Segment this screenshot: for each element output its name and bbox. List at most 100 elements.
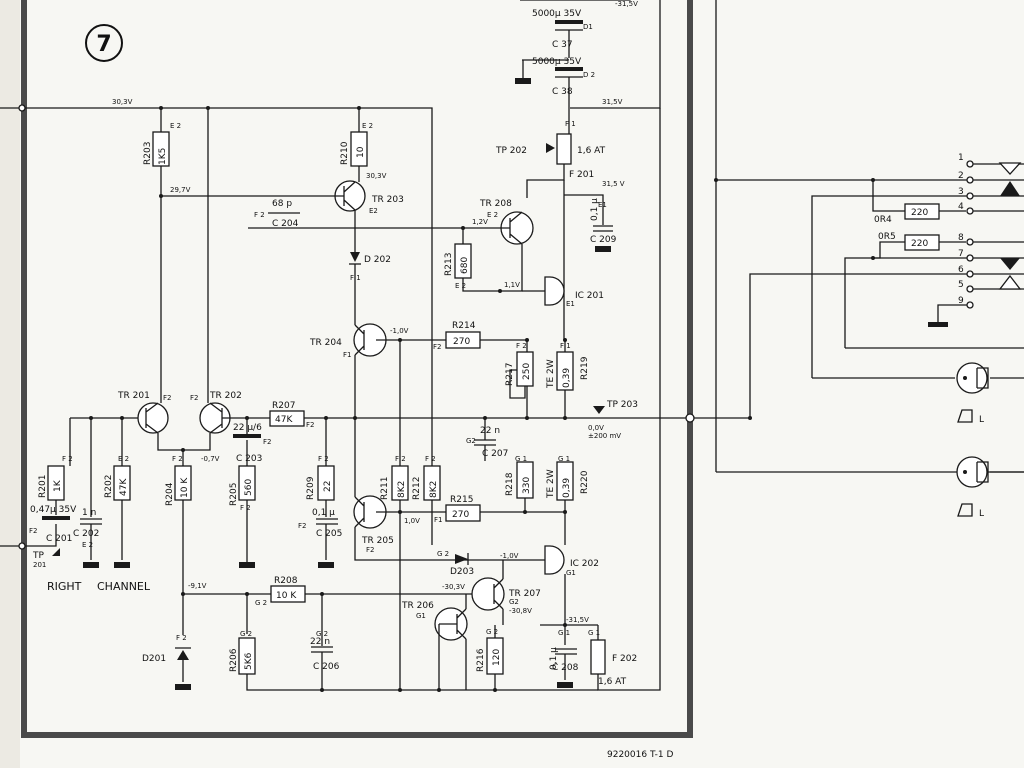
pin-1-label: 1 bbox=[958, 153, 964, 163]
tr208-label: TR 208 bbox=[479, 199, 512, 209]
v-1-1-label: 1,1V bbox=[504, 281, 520, 289]
r208-value: 10 K bbox=[276, 591, 297, 601]
c37-value: 5000µ 35V bbox=[532, 9, 582, 19]
r-0r4-ref: 0R4 bbox=[874, 215, 892, 225]
junction bbox=[563, 623, 567, 627]
tr202-grid: F2 bbox=[190, 394, 198, 402]
junction bbox=[525, 416, 529, 420]
pin-5 bbox=[966, 285, 974, 293]
c205-ref: C 205 bbox=[316, 529, 342, 539]
junction bbox=[120, 416, 124, 420]
v-m30-3-label: -30,3V bbox=[442, 583, 465, 591]
ground-c205 bbox=[318, 562, 334, 568]
rail-neg-voltage: -31,5V bbox=[615, 0, 638, 8]
r215-value: 270 bbox=[452, 510, 469, 520]
c201-value: 0,47µ 35V bbox=[30, 505, 77, 515]
pin-9-label: 9 bbox=[958, 296, 964, 306]
f202-out bbox=[597, 108, 661, 691]
c209-value: 0,1 µ bbox=[590, 198, 600, 221]
ground-c202 bbox=[83, 562, 99, 568]
r214-ref: R214 bbox=[452, 321, 476, 331]
c201-plate bbox=[42, 516, 70, 520]
v-30-3-label: 30,3V bbox=[366, 172, 387, 180]
c204-grid: F 2 bbox=[254, 211, 265, 219]
resistor-r207 bbox=[269, 410, 305, 427]
r207-ref: R207 bbox=[272, 401, 295, 411]
f201-out bbox=[526, 164, 565, 198]
tr204-body bbox=[354, 324, 400, 356]
resistor-r215 bbox=[445, 504, 481, 522]
pin-2 bbox=[966, 176, 974, 184]
pin-2-label: 2 bbox=[958, 171, 964, 181]
fuse-f202 bbox=[590, 639, 606, 675]
r207-value: 47K bbox=[275, 415, 293, 425]
junction bbox=[181, 448, 185, 452]
ic202-label: IC 202 bbox=[570, 559, 599, 569]
r218-ref: R218 bbox=[505, 472, 515, 496]
r215-grid: F1 bbox=[434, 516, 442, 524]
ground-d201 bbox=[175, 684, 191, 690]
c202-value: 1 n bbox=[82, 508, 96, 518]
r208-ref: R208 bbox=[274, 576, 298, 586]
d201-grid: F 2 bbox=[176, 634, 187, 642]
r218-grid: G 1 bbox=[515, 455, 527, 463]
r220-grid: G 1 bbox=[558, 455, 570, 463]
r211-ref: R211 bbox=[380, 477, 390, 500]
tp203-label: TP 203 bbox=[606, 400, 638, 410]
tr206-label: TR 206 bbox=[401, 601, 434, 611]
pin-4-label: 4 bbox=[958, 202, 964, 212]
right-bus-4 bbox=[811, 195, 1024, 378]
c207-value: 22 n bbox=[480, 426, 500, 436]
junction bbox=[181, 592, 185, 596]
v-31-5b-label: 31,5 V bbox=[602, 180, 625, 188]
d201-label: D201 bbox=[142, 654, 166, 664]
tr206-body bbox=[439, 608, 467, 640]
tr203-body bbox=[332, 181, 356, 211]
junction bbox=[871, 178, 875, 182]
c201-wire bbox=[25, 524, 57, 547]
r-0r4-value: 220 bbox=[911, 208, 928, 218]
r209-grid: F 2 bbox=[318, 455, 329, 463]
right-bus-2 bbox=[749, 273, 1024, 418]
r205-ref: R205 bbox=[229, 483, 239, 506]
r211-grid: F 2 bbox=[395, 455, 406, 463]
sheet-number: 7 bbox=[96, 32, 111, 57]
c207-grid: G2 bbox=[466, 437, 476, 445]
speaker-2-label: L bbox=[979, 509, 984, 519]
f202-ref: F 202 bbox=[612, 654, 637, 664]
tp201-marker bbox=[52, 548, 60, 556]
junction bbox=[461, 226, 465, 230]
pin-6 bbox=[966, 270, 974, 278]
pin-1 bbox=[966, 160, 974, 168]
ic201-label: IC 201 bbox=[575, 291, 604, 301]
v-29-7-label: 29,7V bbox=[170, 186, 191, 194]
c203-plate bbox=[233, 434, 261, 438]
c202-ref: C 202 bbox=[73, 529, 99, 539]
c37-ref: C 37 bbox=[552, 40, 573, 50]
pin-8 bbox=[966, 238, 974, 246]
r213-bottom bbox=[462, 278, 500, 292]
speaker-1-label: L bbox=[979, 415, 984, 425]
tp202-marker bbox=[546, 143, 555, 153]
tp201-num: 201 bbox=[33, 561, 46, 569]
junction bbox=[523, 510, 527, 514]
junction bbox=[398, 688, 402, 692]
junction bbox=[89, 416, 93, 420]
pin-9-ground-wire bbox=[937, 304, 967, 322]
r202-ref: R202 bbox=[104, 475, 114, 498]
junction bbox=[493, 688, 497, 692]
f202-value: 1,6 AT bbox=[598, 677, 627, 687]
c201-grid: F2 bbox=[29, 527, 37, 535]
junction bbox=[353, 416, 357, 420]
r216-value: 120 bbox=[492, 649, 502, 666]
resistor-r212 bbox=[423, 465, 441, 501]
r203-grid: E 2 bbox=[170, 122, 181, 130]
r-0r4-wire bbox=[872, 180, 905, 212]
rail-pos-voltage: 30,3V bbox=[112, 98, 133, 106]
channel-label-1: RIGHT bbox=[47, 580, 82, 593]
r-0r5-ref: 0R5 bbox=[878, 232, 896, 242]
ground-c208 bbox=[557, 682, 573, 688]
f202-grid: G 1 bbox=[588, 629, 600, 637]
r213-value: 680 bbox=[460, 257, 470, 274]
